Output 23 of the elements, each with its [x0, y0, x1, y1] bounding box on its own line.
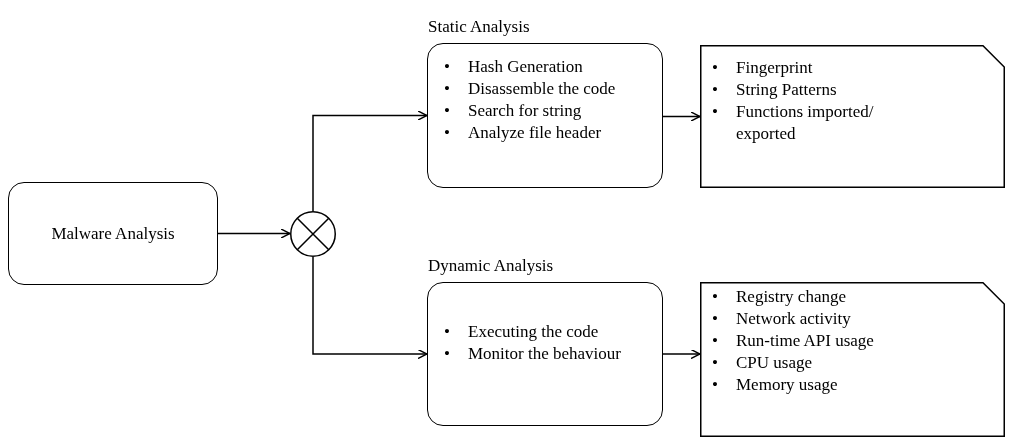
heading: Dynamic Analysis [428, 256, 554, 276]
bullet-item: • Registry change [712, 286, 847, 308]
bullet-item: • String Patterns [712, 79, 838, 101]
bullet-item: • Analyze file header [444, 122, 603, 144]
heading: Static Analysis [428, 17, 530, 37]
bullet-item: • Executing the code [444, 321, 600, 343]
bullet-item: • Network activity [712, 308, 852, 330]
bullet-item: • Run-time API usage [712, 330, 875, 352]
bullet-item: • Memory usage [712, 374, 839, 396]
arrow [662, 348, 701, 360]
bullet-item: • Search for string [444, 100, 583, 122]
bullet-item: • Disassemble the code [444, 78, 617, 100]
bullet-item: • CPU usage [712, 352, 814, 374]
bullet-item: • Functions imported/ exported [712, 101, 875, 145]
bullet-item: • Monitor the behaviour [444, 343, 622, 365]
bullet-item: • Hash Generation [444, 56, 584, 78]
arrow [217, 228, 291, 239]
arrow [662, 111, 701, 122]
arrow [312, 256, 428, 360]
node-label: Malware Analysis [51, 223, 175, 244]
bullet-item: • Fingerprint [712, 57, 814, 79]
start-box [8, 182, 218, 285]
arrow [312, 110, 428, 212]
